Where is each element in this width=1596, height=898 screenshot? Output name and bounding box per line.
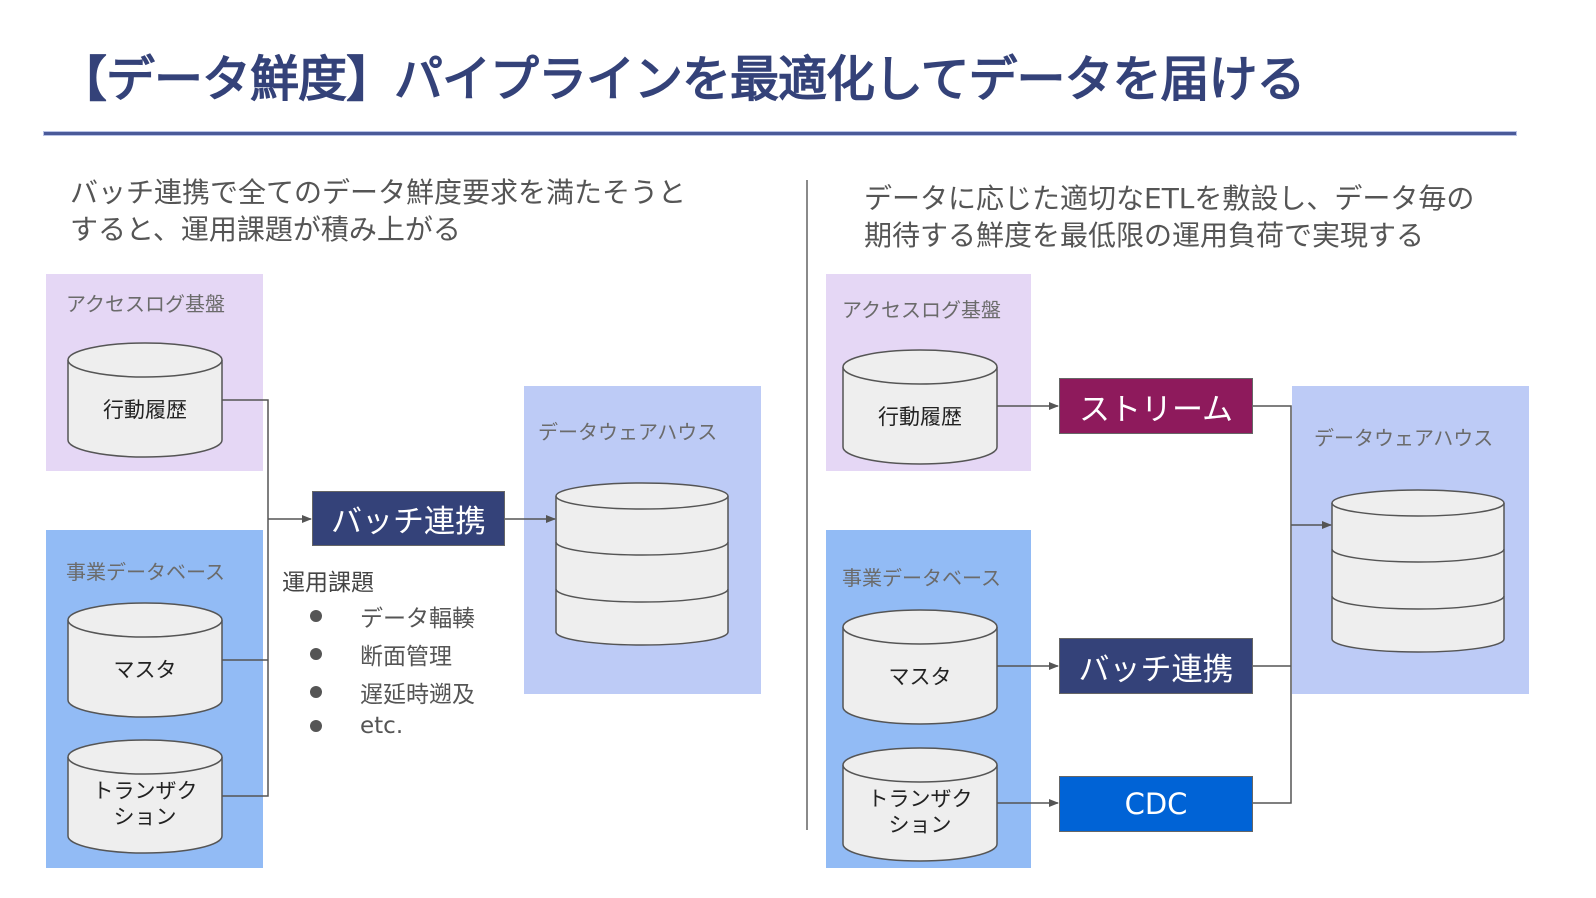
left-batch-process: バッチ連携 xyxy=(312,491,505,546)
left-behavior-history-label: 行動履歴 xyxy=(103,398,187,422)
left-business-db-label: 事業データベース xyxy=(66,560,225,584)
operational-issues: 運用課題 データ輻輳 断面管理 遅延時遡及 etc. xyxy=(282,563,475,739)
left-transaction-label-line1: トランザク xyxy=(92,779,198,803)
right-cdc-process: CDC xyxy=(1059,776,1253,832)
title-underline xyxy=(44,132,1516,135)
issue-item: 遅延時遡及 xyxy=(282,675,475,709)
left-access-log-group: アクセスログ基盤 xyxy=(46,274,263,471)
bullet-icon xyxy=(310,648,322,660)
right-stream-process: ストリーム xyxy=(1059,378,1253,434)
right-connectors xyxy=(997,402,1332,807)
left-transaction-label-line2: ション xyxy=(113,805,177,829)
left-dwh-group: データウェアハウス xyxy=(524,386,761,694)
right-business-db-label: 事業データベース xyxy=(842,566,1001,590)
left-dwh-label: データウェアハウス xyxy=(538,420,718,444)
right-transaction-label: トランザク ション xyxy=(843,784,997,840)
issues-title: 運用課題 xyxy=(282,570,374,596)
section-divider xyxy=(806,180,808,830)
left-subtitle-line1: バッチ連携で全てのデータ鮮度要求を満たそうと xyxy=(70,176,687,209)
right-access-log-label: アクセスログ基盤 xyxy=(842,298,1001,322)
left-transaction-label: トランザク ション xyxy=(68,776,222,832)
right-behavior-history-label: 行動履歴 xyxy=(878,405,962,429)
left-access-log-label: アクセスログ基盤 xyxy=(66,292,225,316)
issue-item: データ輻輳 xyxy=(282,599,475,633)
right-dwh-label: データウェアハウス xyxy=(1314,426,1494,450)
bullet-icon xyxy=(310,686,322,698)
right-transaction-label-line2: ション xyxy=(888,813,952,837)
right-subtitle-line1: データに応じた適切なETLを敷設し、データ毎の xyxy=(864,182,1475,215)
issue-item: etc. xyxy=(282,713,475,739)
bullet-icon xyxy=(310,720,322,732)
slide-title: 【データ鮮度】パイプラインを最適化してデータを届ける xyxy=(58,51,1306,108)
left-master-label: マスタ xyxy=(113,658,177,682)
right-dwh-group: データウェアハウス xyxy=(1292,386,1529,694)
right-master-label: マスタ xyxy=(888,665,952,689)
right-subtitle-line2: 期待する鮮度を最低限の運用負荷で実現する xyxy=(864,219,1425,252)
right-subtitle: データに応じた適切なETLを敷設し、データ毎の 期待する鮮度を最低限の運用負荷で… xyxy=(864,180,1474,254)
right-batch-process: バッチ連携 xyxy=(1059,638,1253,694)
left-subtitle: バッチ連携で全てのデータ鮮度要求を満たそうと すると、運用課題が積み上がる xyxy=(70,174,686,248)
issue-item: 断面管理 xyxy=(282,637,475,671)
left-subtitle-line2: すると、運用課題が積み上がる xyxy=(70,213,461,246)
bullet-icon xyxy=(310,610,322,622)
right-transaction-label-line1: トランザク xyxy=(867,787,973,811)
